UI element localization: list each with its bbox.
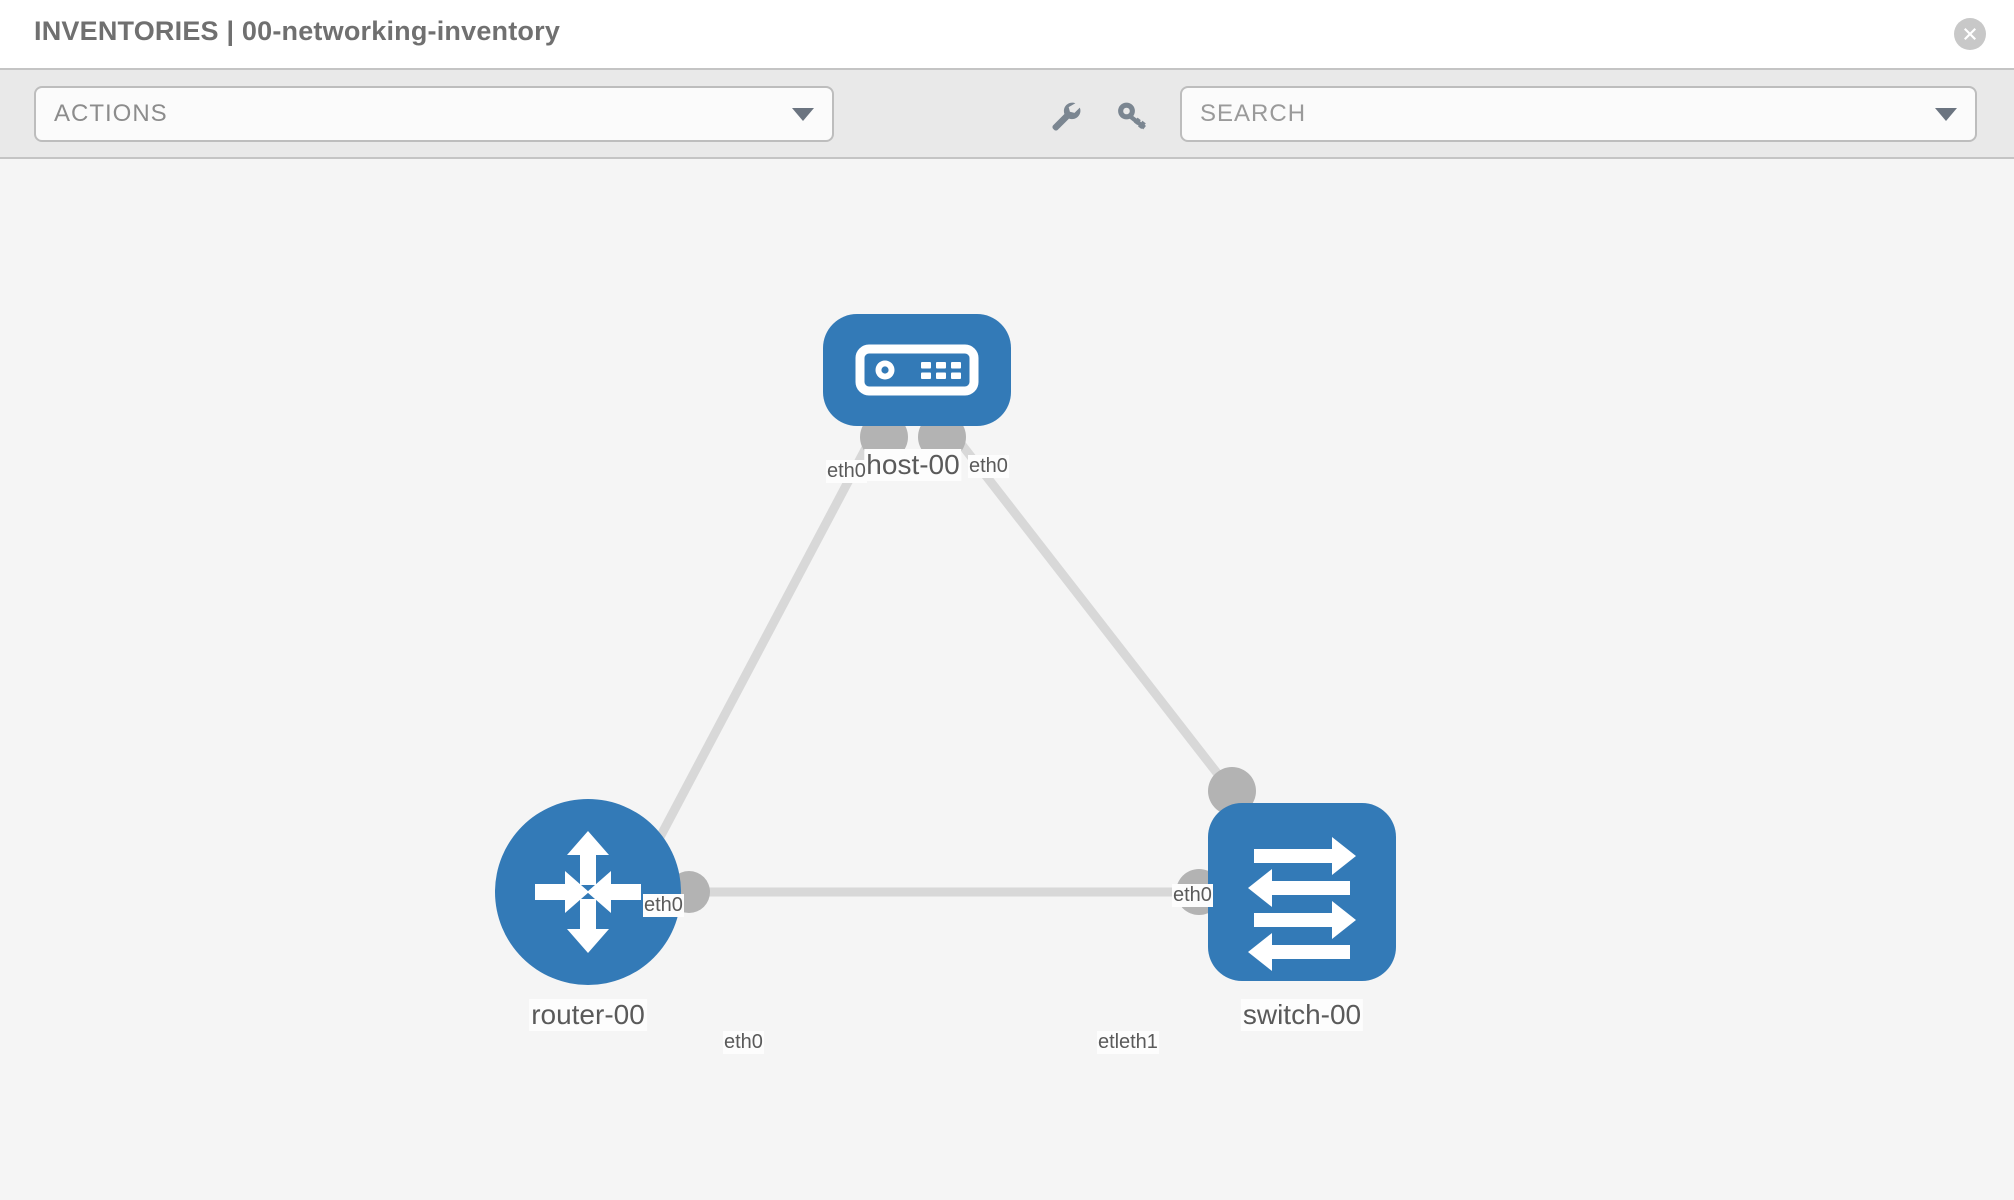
edge-host00-switch00[interactable] [944,424,1235,794]
node-label-router-00: router-00 [529,999,647,1032]
edge-label-switch00-eth0-uplink: eth0 [1172,884,1213,907]
search-placeholder: SEARCH [1200,100,1307,127]
chevron-down-icon[interactable] [1935,107,1957,121]
chevron-down-icon [792,107,814,121]
node-router-00[interactable] [495,799,681,985]
search-input[interactable]: SEARCH [1180,86,1977,142]
edge-host00-router00[interactable] [636,424,881,878]
edge-label-host00-eth0-left: eth0 [826,460,867,483]
close-icon[interactable] [1954,18,1986,50]
topology-canvas[interactable]: host-00 router-00 switch-00 eth0 eth0 et… [0,159,2014,1200]
actions-dropdown[interactable]: ACTIONS [34,86,834,142]
router-arrows-icon [535,831,641,953]
wrench-icon[interactable] [1045,96,1085,136]
node-switch-00[interactable] [1208,803,1396,981]
edge-label-router00-eth0: eth0 [723,1031,764,1054]
key-icon[interactable] [1113,96,1153,136]
actions-dropdown-label: ACTIONS [54,100,168,127]
topology-edges [636,424,1235,897]
edge-label-switch00-eth1: eth1 [1118,1031,1159,1054]
edge-label-host00-eth0-right: eth0 [968,455,1009,478]
switch-arrows-icon [1248,837,1356,971]
topology-graph [495,314,1396,985]
edge-label-router00-eth0-uplink: eth0 [643,894,684,917]
node-host-00[interactable] [823,314,1011,426]
toolbar: ACTIONS SEARCH [0,68,2014,159]
node-label-host-00: host-00 [864,449,962,482]
edge-label-switch00-overlap: etl [1097,1031,1121,1054]
page-header: INVENTORIES | 00-networking-inventory [0,0,2014,68]
node-label-switch-00: switch-00 [1240,999,1364,1032]
server-icon [855,344,979,396]
page-title: INVENTORIES | 00-networking-inventory [34,16,561,46]
